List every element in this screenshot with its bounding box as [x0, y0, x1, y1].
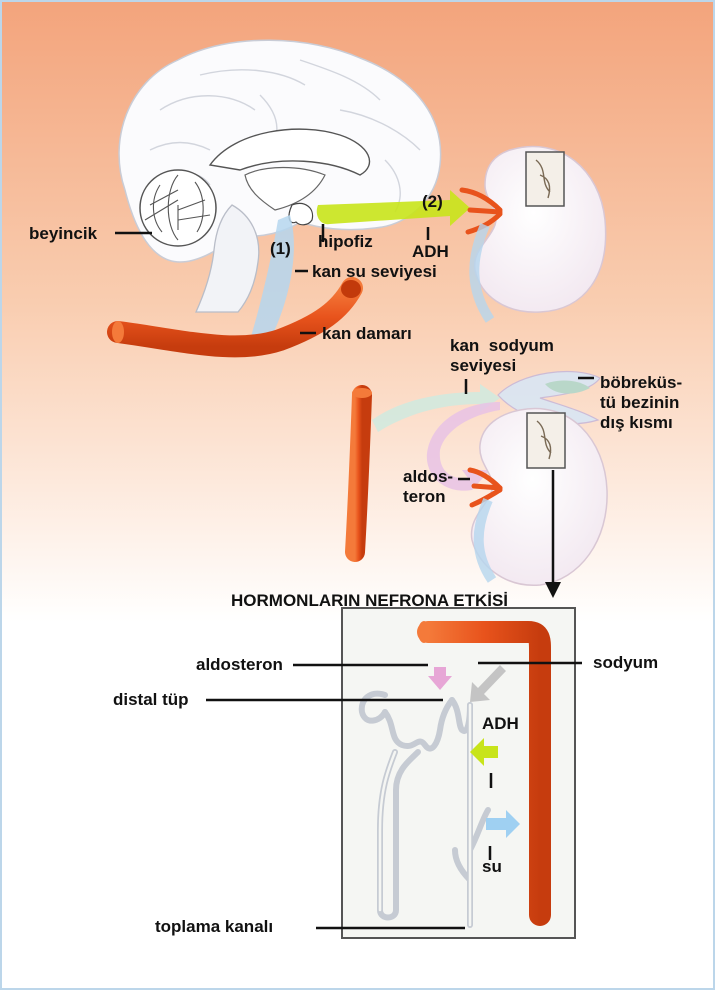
label-aldosterone-mid: aldos- teron	[403, 467, 453, 507]
label-step-2: (2)	[422, 192, 443, 212]
label-step-1: (1)	[270, 239, 291, 259]
brain-illustration	[119, 40, 441, 340]
label-aldosterone-nephron: aldosteron	[196, 655, 283, 675]
label-sodium: sodyum	[593, 653, 658, 673]
pituitary-gland	[289, 203, 313, 224]
label-pituitary: hipofiz	[318, 232, 373, 252]
label-distal-tubule: distal tüp	[113, 690, 189, 710]
label-blood-vessel: kan damarı	[322, 324, 412, 344]
label-adh-nephron: ADH	[482, 714, 519, 734]
label-cerebellum: beyincik	[29, 224, 97, 244]
label-water: su	[482, 857, 502, 877]
label-blood-sodium-level: kan sodyum seviyesi	[450, 336, 554, 376]
label-collecting-duct: toplama kanalı	[155, 917, 273, 937]
label-adh-top: ADH	[412, 242, 449, 262]
label-blood-water-level: kan su seviyesi	[312, 262, 437, 282]
kidney-middle	[470, 408, 607, 585]
label-adrenal-cortex: böbreküs- tü bezinin dış kısmı	[600, 373, 682, 433]
kidney-top	[462, 146, 606, 320]
blood-vessel-middle	[352, 388, 372, 552]
nephron-title: HORMONLARIN NEFRONA ETKİSİ	[231, 591, 508, 611]
